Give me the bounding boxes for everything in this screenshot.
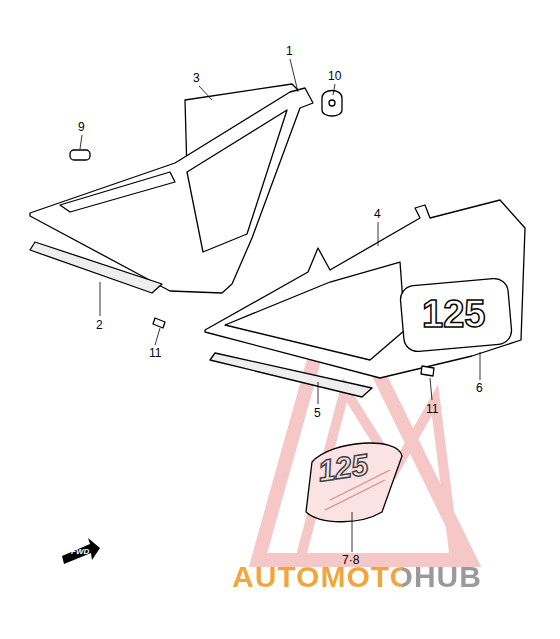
fwd-arrow (62, 538, 100, 564)
callout-number: 9 (78, 120, 85, 134)
callout-number: 11 (426, 402, 438, 416)
frame-cover-1 (30, 88, 313, 293)
grommet-10 (322, 91, 342, 117)
callout-number: 11 (149, 346, 161, 360)
callout-number: 5 (314, 406, 321, 420)
screw-11 (153, 318, 165, 328)
callout-number: 4 (374, 207, 381, 221)
callout-number: 1 (286, 44, 293, 58)
direction-label: FWD (71, 547, 89, 557)
grommet-9 (70, 150, 90, 160)
strip-5 (210, 353, 372, 397)
screw-11 (421, 366, 434, 376)
leader-lines (80, 59, 480, 552)
callout-number: 10 (328, 69, 341, 83)
watermark: AUTOMOTOHUB (232, 560, 482, 594)
frame-cover-4 (205, 200, 525, 378)
emblem-7-8 (306, 443, 402, 522)
callout-number: 3 (193, 71, 200, 85)
cover-window (187, 110, 287, 252)
cover-rib (60, 172, 175, 212)
strip-2 (30, 242, 162, 293)
emblem-text: 125 (422, 294, 485, 334)
emblem-6 (399, 277, 512, 352)
callout-number: 6 (476, 381, 483, 395)
callout-number: 2 (96, 318, 103, 332)
